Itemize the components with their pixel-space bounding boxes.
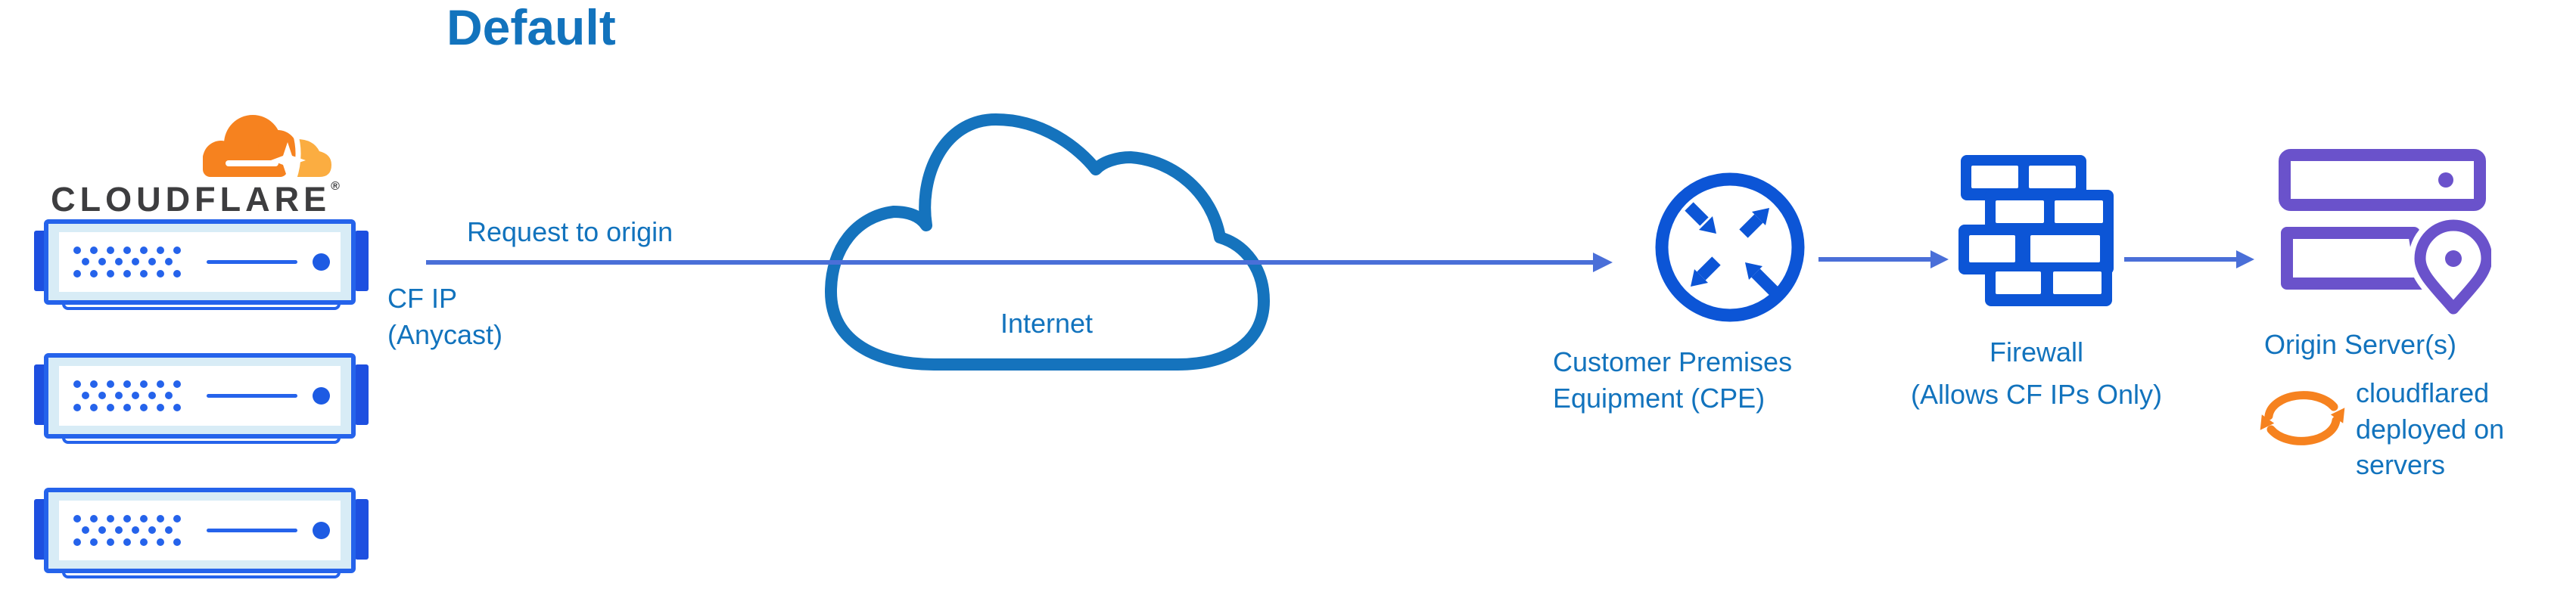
- server-chassis: [44, 219, 356, 305]
- internet-cloud-icon: [825, 113, 1270, 371]
- sync-refresh-icon: [2260, 391, 2345, 445]
- server-side-tab: [355, 364, 369, 425]
- server-vent-dots: [73, 514, 181, 546]
- server-vent-dots: [73, 380, 181, 411]
- firewall-icon: [1958, 155, 2114, 306]
- registered-mark: ®: [331, 180, 340, 193]
- server-faceplate: [59, 501, 341, 560]
- location-pin-icon: [2409, 214, 2491, 318]
- cpe-label: Customer Premises Equipment (CPE): [1553, 346, 1793, 414]
- cpe-router-icon: [1655, 172, 1805, 322]
- firewall-label: Firewall (Allows CF IPs Only): [1910, 336, 2163, 410]
- server-power-led: [313, 387, 330, 405]
- flow-arrowhead: [1930, 250, 1949, 268]
- origin-servers-label: Origin Server(s): [2264, 329, 2457, 360]
- logo-light-lobe: [297, 139, 331, 177]
- cloudflare-server-icon: [34, 219, 369, 318]
- server-faceplate: [59, 366, 341, 426]
- server-slot-line: [207, 260, 297, 264]
- server-faceplate: [59, 232, 341, 292]
- flow-line-firewall-to-origin: [2124, 257, 2236, 262]
- cf-ip-anycast-label: CF IP (Anycast): [387, 283, 503, 350]
- server-slot-line: [207, 394, 297, 398]
- server-slot-line: [207, 529, 297, 532]
- flow-arrowhead: [1593, 253, 1613, 272]
- server-power-led: [313, 253, 330, 271]
- server-chassis: [44, 353, 356, 439]
- server-power-led: [313, 522, 330, 539]
- server-side-tab: [355, 499, 369, 560]
- server-chassis: [44, 488, 356, 573]
- origin-servers-icon: [2279, 149, 2491, 318]
- server-vent-dots: [73, 246, 181, 278]
- cloudflare-server-icon: [34, 488, 369, 586]
- internet-label: Internet: [1000, 308, 1094, 339]
- request-to-origin-label: Request to origin: [467, 216, 674, 247]
- flow-line-to-cpe: [426, 260, 1593, 265]
- cloudflare-wordmark: CLOUDFLARE®: [51, 180, 340, 219]
- diagram-title: Default: [446, 0, 616, 55]
- flow-arrowhead: [2236, 250, 2254, 268]
- cloudflared-note: cloudflared deployed on servers: [2356, 377, 2505, 481]
- cloudflare-logo-cloud-icon: [203, 115, 331, 180]
- origin-server-lower: [2281, 227, 2428, 290]
- server-side-tab: [355, 231, 369, 291]
- flow-line-cpe-to-firewall: [1818, 257, 1930, 262]
- cloudflare-server-icon: [34, 353, 369, 451]
